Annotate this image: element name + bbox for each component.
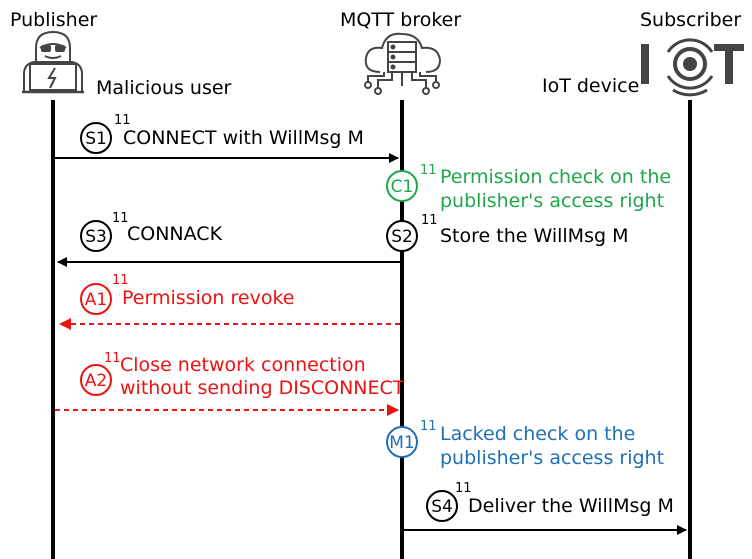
iot-logo-icon (641, 38, 744, 97)
step-m1: M1 11 Lacked check on the publisher's ac… (386, 419, 664, 469)
step-a1: A1 11 Permission revoke (80, 273, 294, 315)
step-s3: S3 11 CONNACK (80, 211, 223, 252)
svg-text:publisher's access right: publisher's access right (440, 190, 664, 212)
svg-text:A2: A2 (85, 371, 107, 391)
publisher-title: Publisher (10, 9, 97, 31)
svg-text:S4: S4 (431, 497, 453, 517)
svg-text:Deliver the WillMsg M: Deliver the WillMsg M (468, 495, 674, 517)
svg-text:11: 11 (455, 481, 472, 496)
svg-text:S2: S2 (391, 227, 413, 247)
svg-text:CONNECT with WillMsg M: CONNECT with WillMsg M (123, 127, 364, 149)
svg-text:S3: S3 (85, 227, 107, 247)
svg-text:Lacked check on the: Lacked check on the (440, 423, 635, 445)
svg-text:11: 11 (420, 163, 437, 178)
svg-text:CONNACK: CONNACK (127, 223, 223, 245)
publisher-subtitle: Malicious user (96, 77, 232, 99)
svg-text:Permission revoke: Permission revoke (122, 287, 294, 309)
svg-text:11: 11 (104, 351, 121, 366)
svg-text:C1: C1 (391, 177, 414, 197)
svg-text:11: 11 (420, 419, 437, 434)
svg-text:publisher's access right: publisher's access right (440, 447, 664, 469)
svg-text:11: 11 (112, 273, 129, 288)
step-a2: A2 11 Close network connection without s… (80, 351, 405, 399)
svg-text:S1: S1 (85, 129, 107, 149)
subscriber-subtitle: IoT device (542, 75, 639, 97)
svg-text:without sending DISCONNECT: without sending DISCONNECT (120, 377, 405, 399)
svg-text:Close network connection: Close network connection (120, 354, 366, 376)
cloud-server-icon (364, 32, 442, 95)
step-s1: S1 11 CONNECT with WillMsg M (80, 113, 364, 154)
svg-text:M1: M1 (389, 433, 414, 453)
step-s4: S4 11 Deliver the WillMsg M (426, 481, 674, 522)
svg-text:A1: A1 (85, 290, 107, 310)
svg-text:11: 11 (114, 113, 131, 128)
svg-text:Store the WillMsg M: Store the WillMsg M (440, 225, 628, 247)
svg-text:11: 11 (421, 213, 438, 228)
broker-title: MQTT broker (340, 9, 461, 31)
hacker-laptop-icon (22, 30, 84, 94)
svg-text:11: 11 (112, 211, 129, 226)
step-s2: S2 11 Store the WillMsg M (386, 213, 628, 252)
svg-text:Permission check on the: Permission check on the (440, 166, 671, 188)
subscriber-title: Subscriber (640, 9, 741, 31)
step-c1: C1 11 Permission check on the publisher'… (386, 163, 671, 212)
